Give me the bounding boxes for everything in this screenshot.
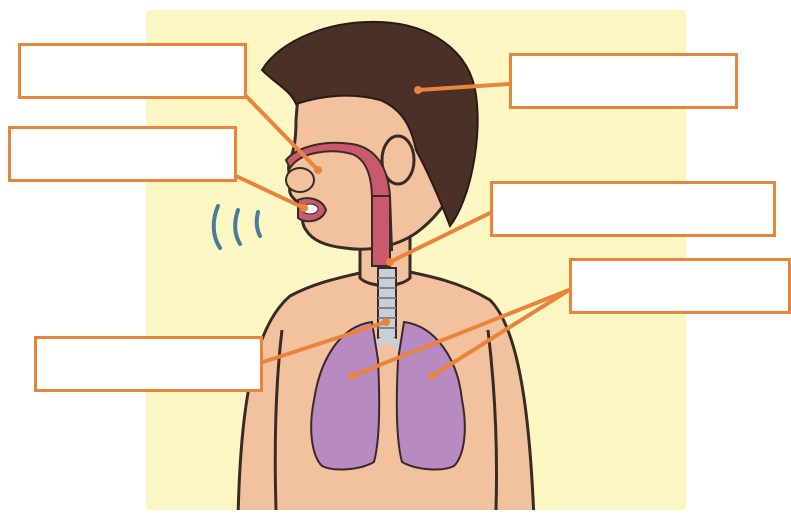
label-box-mid-left[interactable] [8,126,237,182]
label-box-top-right[interactable] [509,53,738,109]
pharynx [372,196,390,266]
nose-tip [286,168,314,192]
label-box-mid-right[interactable] [490,181,776,237]
label-box-lower-right[interactable] [569,258,791,314]
label-box-bottom-left[interactable] [34,336,263,392]
label-box-top-left[interactable] [18,43,247,99]
